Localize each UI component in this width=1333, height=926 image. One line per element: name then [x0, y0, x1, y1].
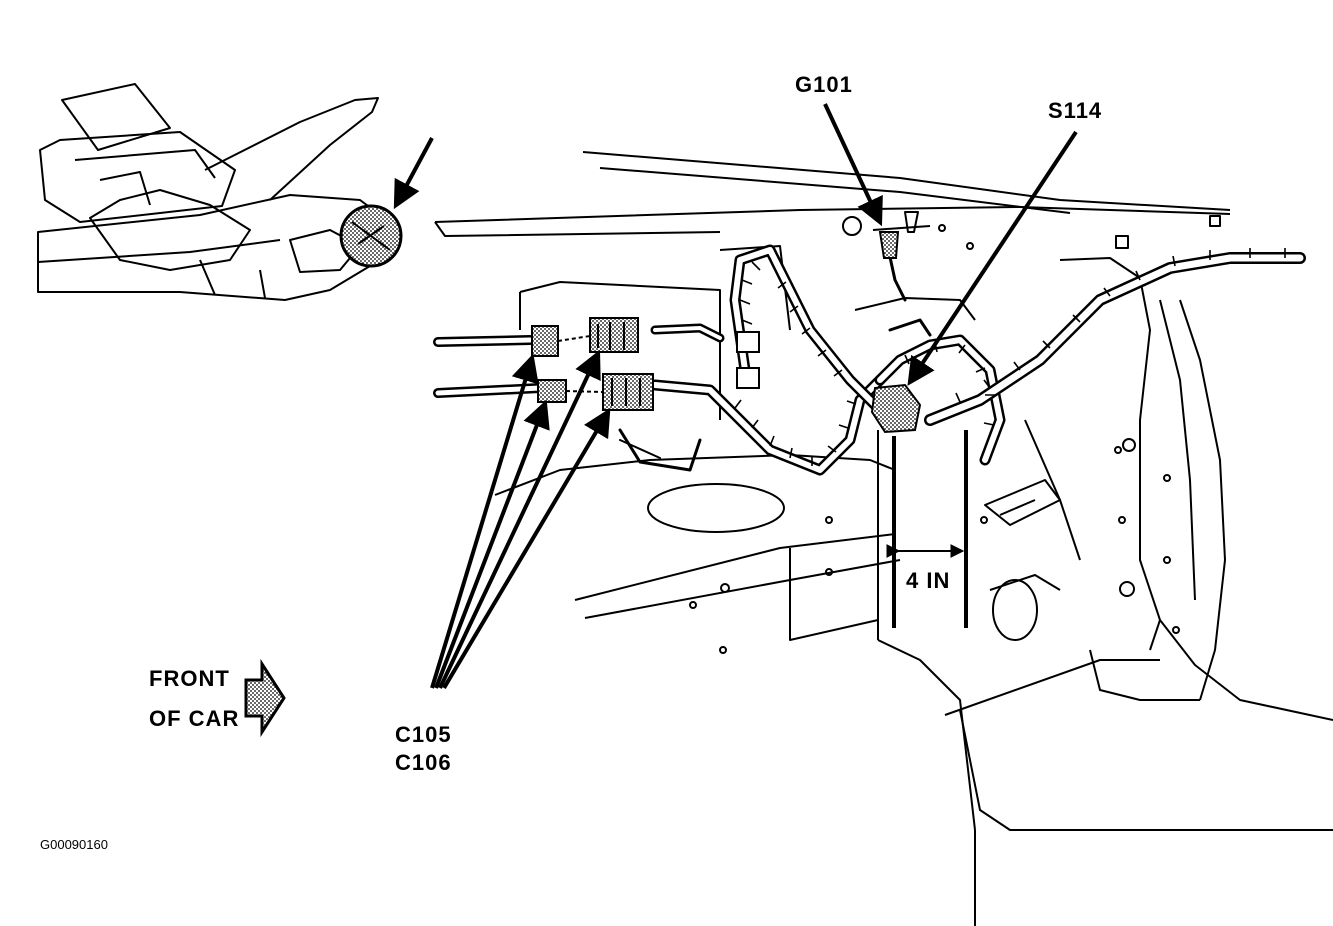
- front-of-car-arrow: [244, 658, 286, 738]
- connector-c106-lower-left: [537, 379, 567, 403]
- c106-leader-arrow-1: [438, 349, 601, 689]
- s114-leader-arrow: [907, 130, 1078, 386]
- dimension-4in: [886, 430, 968, 628]
- connector-c106-lower-right: [602, 373, 654, 411]
- connectors-c105-c106: [531, 317, 760, 411]
- label-front: FRONT: [149, 666, 230, 691]
- label-s114: S114: [1048, 98, 1103, 123]
- c105-leader-arrow-2: [434, 399, 550, 689]
- splice-s114: [870, 383, 922, 434]
- wiring-harness: [433, 244, 1306, 476]
- c106-leader-arrow-2: [442, 407, 611, 690]
- label-g101: G101: [795, 72, 853, 97]
- connector-c105-upper-left: [531, 325, 559, 357]
- callout-leaders: [430, 103, 1078, 690]
- label-dimension: 4 IN: [906, 568, 951, 593]
- figure-id: G00090160: [40, 837, 108, 852]
- locator-arrow: [393, 137, 434, 210]
- body-structure: [434, 151, 1333, 926]
- locator-inset-vehicle: [37, 83, 396, 301]
- c105-leader-arrow-1: [430, 353, 539, 689]
- g101-leader-arrow: [823, 103, 883, 227]
- harness-tape-marks: [734, 248, 1286, 466]
- ground-g101-fastener: [878, 231, 900, 259]
- label-c106: C106: [395, 750, 452, 775]
- label-of-car: OF CAR: [149, 706, 240, 731]
- label-c105: C105: [395, 722, 452, 747]
